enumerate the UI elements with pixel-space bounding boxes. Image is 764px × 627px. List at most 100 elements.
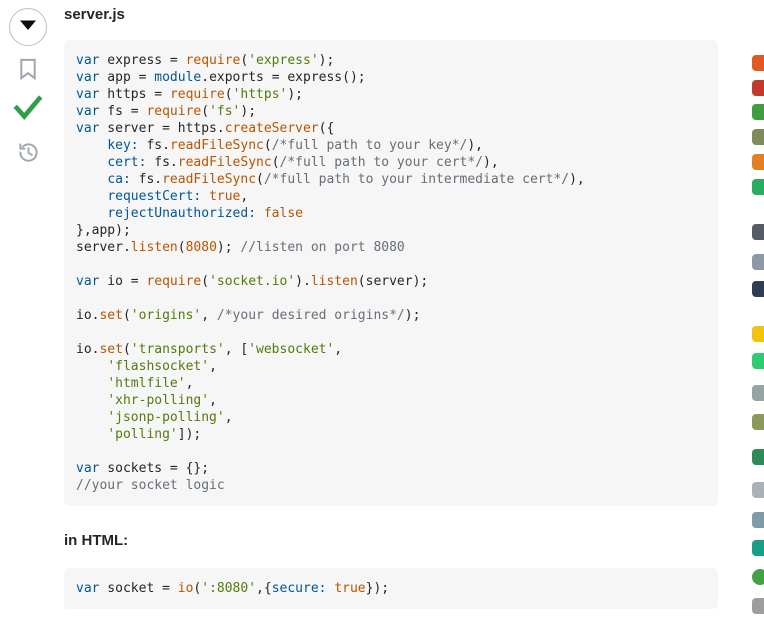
code-token: [76, 359, 107, 374]
code-token: var: [76, 53, 100, 68]
code-token: ,: [209, 359, 217, 374]
code-token: ,{: [256, 581, 272, 596]
code-line: server.listen(8080); //listen on port 80…: [76, 239, 706, 256]
code-token: var: [76, 104, 100, 119]
code-token: io: [177, 581, 194, 596]
code-token: ,: [209, 393, 217, 408]
downvote-button[interactable]: [9, 8, 47, 46]
code-token: io.: [76, 308, 100, 323]
favicon-icon[interactable]: [752, 55, 764, 71]
favicon-icon[interactable]: [752, 129, 764, 145]
favicon-icon[interactable]: [752, 326, 764, 342]
code-token: fs =: [99, 104, 147, 119]
code-token: /*full path to your key*/: [271, 138, 468, 153]
favicon-icon[interactable]: [752, 598, 764, 614]
code-token: module: [154, 70, 202, 85]
favicon-icon[interactable]: [752, 353, 764, 369]
favicon-icon[interactable]: [752, 80, 764, 96]
code-token: ,: [240, 189, 249, 204]
code-token: require: [146, 274, 202, 289]
code-token: readFileSync: [162, 172, 257, 187]
code-token: ),: [569, 172, 585, 187]
code-line: var app = module.exports = express();: [76, 69, 706, 86]
code-line: rejectUnauthorized: false: [76, 205, 706, 222]
favicon-icon[interactable]: [752, 569, 764, 585]
favicon-icon[interactable]: [752, 540, 764, 556]
code-line: cert: fs.readFileSync(/*full path to you…: [76, 154, 706, 171]
code-token: (: [122, 342, 131, 357]
answer-row: server.js var express = require('express…: [9, 5, 718, 609]
code-token: (: [201, 274, 210, 289]
code-token: );: [287, 87, 304, 102]
code-token: [201, 189, 209, 204]
code-token: ca:: [107, 172, 131, 187]
code-token: false: [263, 206, 303, 221]
code-line: 'polling']);: [76, 426, 706, 443]
code-token: listen: [310, 274, 358, 289]
answer-body: server.js var express = require('express…: [64, 5, 718, 609]
code-block-server-js: var express = require('express');var app…: [64, 40, 718, 506]
in-html-heading: in HTML:: [64, 532, 129, 549]
code-token: require: [146, 104, 202, 119]
code-token: [76, 410, 107, 425]
code-token: set: [99, 308, 123, 323]
code-token: (: [263, 138, 272, 153]
code-token: 'htmlfile': [107, 376, 186, 391]
code-line: ca: fs.readFileSync(/*full path to your …: [76, 171, 706, 188]
code-token: 'transports': [130, 342, 225, 357]
favicon-icon[interactable]: [752, 449, 764, 465]
favicon-icon[interactable]: [752, 482, 764, 498]
code-token: /*full path to your intermediate cert*/: [263, 172, 570, 187]
favicon-icon[interactable]: [752, 512, 764, 528]
code-token: var: [76, 581, 100, 596]
favicon-icon[interactable]: [752, 385, 764, 401]
code-token: ':8080': [201, 581, 257, 596]
code-token: (: [256, 172, 264, 187]
code-token: ,: [201, 308, 217, 323]
code-token: var: [76, 274, 100, 289]
code-token: sockets = {};: [99, 461, 210, 476]
code-token: set: [99, 342, 123, 357]
code-token: fs.: [138, 138, 170, 153]
code-token: rejectUnauthorized:: [107, 206, 257, 221]
favicon-icon[interactable]: [752, 254, 764, 270]
code-block-html-snippet: var socket = io(':8080',{secure: true});: [64, 568, 718, 609]
code-token: fs.: [146, 155, 178, 170]
code-token: 'xhr-polling': [107, 393, 210, 408]
code-line: io.set('origins', /*your desired origins…: [76, 307, 706, 324]
code-line: var sockets = {};: [76, 460, 706, 477]
code-token: ),: [483, 155, 499, 170]
code-token: https =: [99, 87, 170, 102]
code-line: var express = require('express');: [76, 52, 706, 69]
code-line: var https = require('https');: [76, 86, 706, 103]
code-token: require: [169, 87, 225, 102]
code-token: 'https': [232, 87, 288, 102]
code-line: [76, 256, 706, 273]
code-token: 'flashsocket': [107, 359, 210, 374]
favicon-icon[interactable]: [752, 414, 764, 430]
code-line: 'jsonp-polling',: [76, 409, 706, 426]
favicon-icon[interactable]: [752, 154, 764, 170]
code-token: 'jsonp-polling': [107, 410, 225, 425]
code-token: server.: [76, 240, 131, 255]
code-token: listen: [130, 240, 178, 255]
code-line: requestCert: true,: [76, 188, 706, 205]
favicon-icon[interactable]: [752, 281, 764, 297]
accepted-check-icon: [13, 95, 43, 126]
code-token: (server);: [357, 274, 429, 289]
favicon-icon[interactable]: [752, 224, 764, 240]
code-token: ,: [224, 410, 233, 425]
code-line: var io = require('socket.io').listen(ser…: [76, 273, 706, 290]
code-token: (: [201, 104, 210, 119]
code-line: },app);: [76, 222, 706, 239]
code-token: require: [185, 53, 241, 68]
favicon-icon[interactable]: [752, 104, 764, 120]
favicon-icon[interactable]: [752, 179, 764, 195]
code-token: createServer: [224, 121, 319, 136]
code-token: var: [76, 70, 100, 85]
bookmark-button[interactable]: [18, 56, 38, 87]
code-token: socket =: [99, 581, 178, 596]
code-token: 'origins': [130, 308, 202, 323]
timeline-button[interactable]: [17, 141, 40, 169]
code-line: [76, 443, 706, 460]
